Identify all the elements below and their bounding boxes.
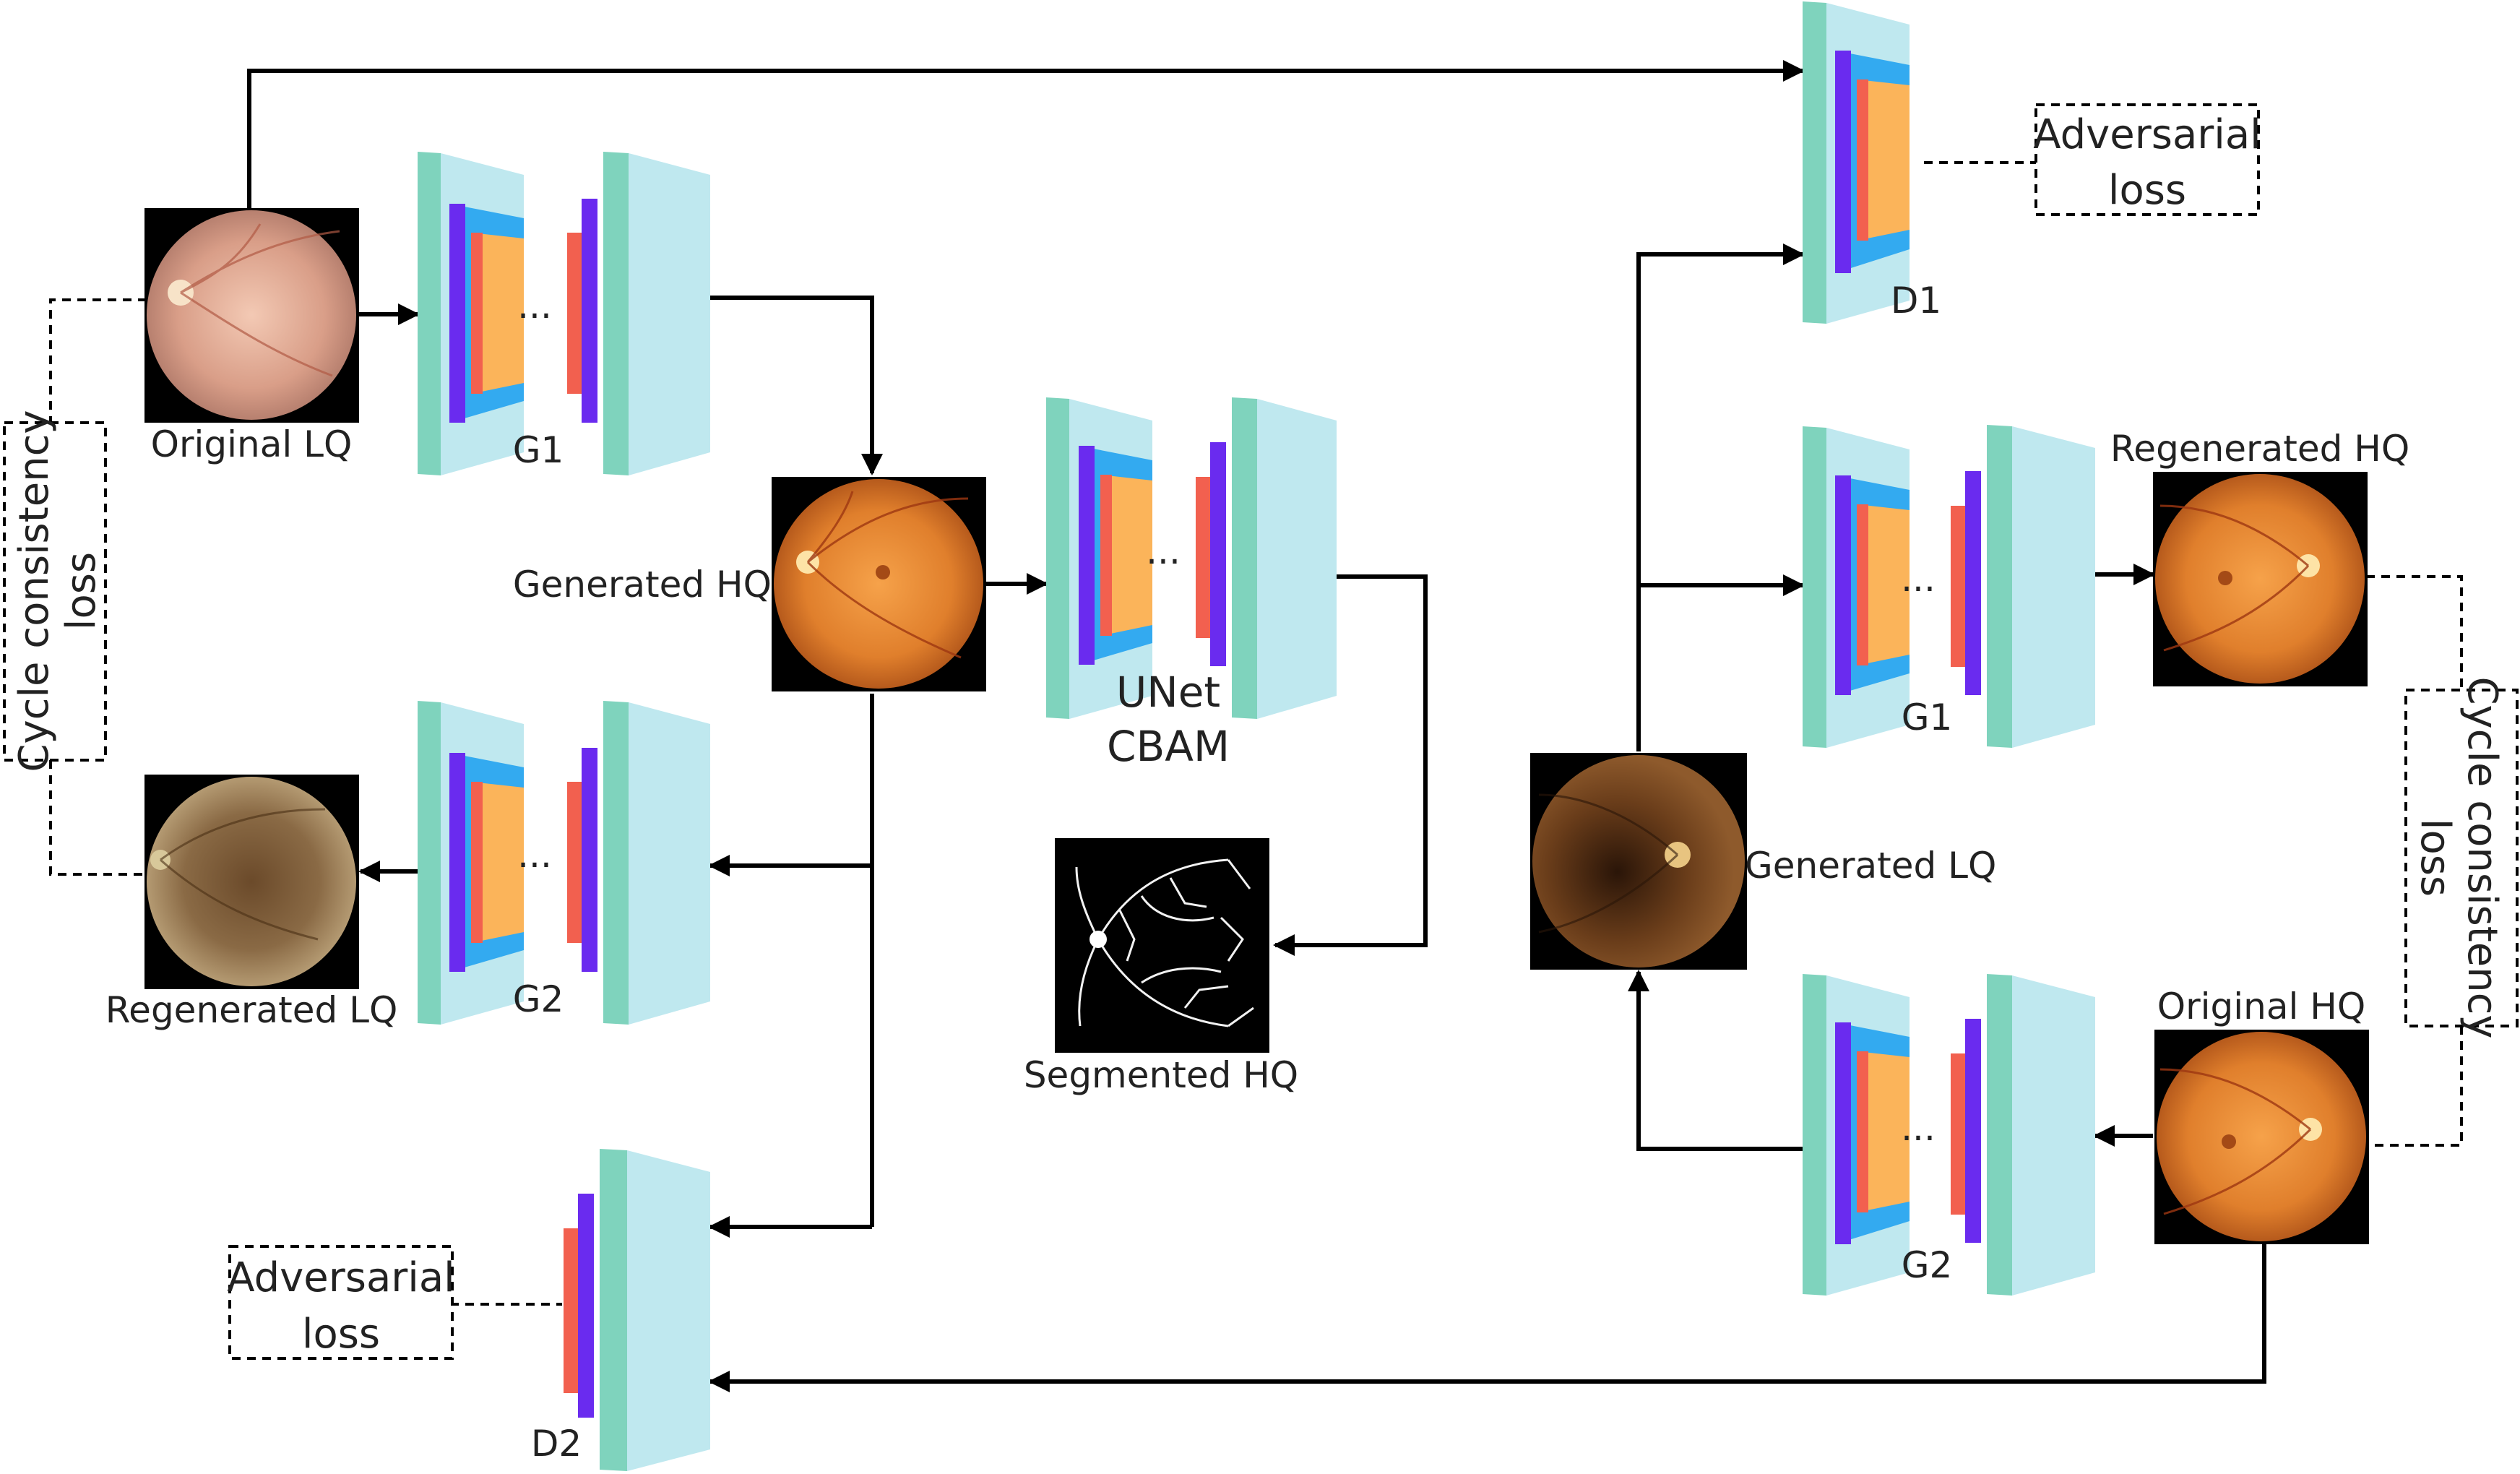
label-original-hq: Original HQ (2157, 986, 2366, 1027)
discriminator-d1 (1803, 1, 1910, 324)
segmented-hq-mask (1055, 838, 1269, 1053)
ellipsis-g2-left: ... (517, 834, 552, 876)
adversarial-loss-top-line2: loss (2108, 167, 2186, 214)
discriminator-d2 (564, 1149, 710, 1471)
cycle-loss-right-line2: loss (2412, 819, 2459, 897)
generator-g1-right (1803, 425, 2095, 748)
cycle-loss-box-left: Cycle consistency loss (3, 410, 107, 772)
adversarial-loss-bottom-line1: Adversarial (227, 1254, 454, 1301)
fundus-regenerated-lq (144, 775, 359, 989)
adversarial-loss-bottom-line2: loss (302, 1311, 380, 1358)
ellipsis-g2-right: ... (1901, 1107, 1936, 1149)
label-d2: D2 (531, 1423, 582, 1465)
generator-g2-left (418, 701, 710, 1025)
ellipsis-g1-right: ... (1901, 558, 1936, 600)
generator-g1-left (418, 152, 710, 475)
label-g2-left: G2 (513, 978, 564, 1020)
unet-cbam-block (1046, 397, 1337, 719)
label-g2-right: G2 (1902, 1244, 1953, 1286)
label-g1-left: G1 (513, 429, 564, 471)
fundus-original-hq (2154, 1030, 2369, 1244)
loss-connectors (49, 161, 2463, 1306)
cycle-loss-right-line1: Cycle consistency (2459, 676, 2506, 1038)
label-generated-hq: Generated HQ (513, 564, 772, 605)
fundus-generated-hq (772, 477, 986, 691)
label-generated-lq: Generated LQ (1745, 845, 1996, 887)
fundus-regenerated-hq (2153, 472, 2368, 686)
label-regenerated-hq: Regenerated HQ (2110, 428, 2409, 470)
labels: Original LQ G1 G2 D2 Generated HQ Regene… (105, 280, 2409, 1465)
ellipsis-g1-left: ... (517, 285, 552, 327)
connectors (247, 60, 2266, 1392)
adversarial-loss-box-bottom: Adversarial loss (227, 1245, 455, 1360)
adversarial-loss-top-line1: Adversarial (2033, 111, 2261, 158)
label-original-lq: Original LQ (151, 423, 353, 465)
cycle-loss-left-line2: loss (58, 552, 105, 630)
generator-g2-right (1803, 974, 2095, 1296)
ellipsis-unet: ... (1146, 530, 1181, 572)
label-regenerated-lq: Regenerated LQ (105, 989, 398, 1031)
cycle-loss-left-line1: Cycle consistency (11, 410, 58, 772)
label-cbam: CBAM (1107, 722, 1230, 771)
fundus-original-lq (144, 208, 359, 423)
label-segmented-hq: Segmented HQ (1024, 1054, 1298, 1096)
fundus-generated-lq (1530, 753, 1747, 970)
label-unet: UNet (1116, 668, 1220, 717)
label-d1: D1 (1891, 280, 1941, 322)
label-g1-right: G1 (1902, 697, 1953, 738)
cycle-loss-box-right: Cycle consistency loss (2404, 676, 2519, 1039)
adversarial-loss-box-top: Adversarial loss (2033, 103, 2261, 216)
